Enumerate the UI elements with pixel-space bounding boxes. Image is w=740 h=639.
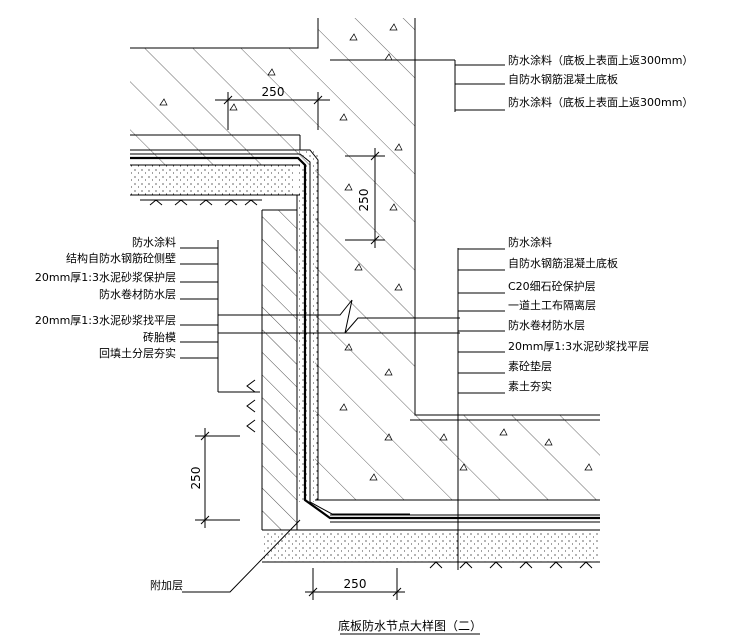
left-label-5: 20mm厚1:3水泥砂浆找平层 xyxy=(35,313,176,327)
right-label-2: 自防水钢筋混凝土底板 xyxy=(508,256,618,270)
dimension-left-vertical xyxy=(195,428,240,528)
dimension-top-horizontal xyxy=(215,92,330,130)
dim-top-horizontal: 250 xyxy=(262,85,285,99)
top-right-leaders xyxy=(330,59,505,112)
bottom-left-label: 附加层 xyxy=(150,578,183,592)
top-right-label-2: 自防水钢筋混凝土底板 xyxy=(508,72,618,86)
plain-concrete-cushion xyxy=(262,530,600,562)
right-label-6: 20mm厚1:3水泥砂浆找平层 xyxy=(508,339,649,353)
soil-ground-bottom xyxy=(429,561,593,569)
right-label-3: C20细石砼保护层 xyxy=(508,279,596,293)
right-label-4: 一道土工布隔离层 xyxy=(508,298,596,312)
right-label-5: 防水卷材防水层 xyxy=(508,318,585,332)
left-label-2: 结构自防水钢筋砼侧壁 xyxy=(66,251,176,265)
dim-bottom-horizontal: 250 xyxy=(344,577,367,591)
right-leaders xyxy=(457,248,505,570)
upper-cushion-layer xyxy=(130,165,295,195)
left-label-4: 防水卷材防水层 xyxy=(99,287,176,301)
bottom-left-leader xyxy=(182,519,301,593)
soil-ground-left xyxy=(140,199,262,433)
dim-top-vertical: 250 xyxy=(357,189,371,212)
dimension-bottom-horizontal xyxy=(305,568,405,600)
left-label-7: 回填土分层夯实 xyxy=(99,346,176,360)
right-label-8: 素土夯实 xyxy=(508,379,552,393)
aggregate-marks xyxy=(159,23,593,481)
dim-left-vertical: 250 xyxy=(189,467,203,490)
drawing-title: 底板防水节点大样图（二） xyxy=(338,618,482,633)
right-label-7: 素砼垫层 xyxy=(508,359,552,373)
left-label-3: 20mm厚1:3水泥砂浆保护层 xyxy=(35,270,176,284)
top-right-label-1: 防水涂料（底板上表面上返300mm） xyxy=(508,53,693,67)
dimension-top-vertical xyxy=(345,148,385,248)
brick-mould-wall xyxy=(261,195,298,530)
top-right-label-3: 防水涂料（底板上表面上返300mm） xyxy=(508,95,693,109)
right-label-1: 防水涂料 xyxy=(508,235,552,249)
left-label-6: 砖胎模 xyxy=(143,330,176,344)
break-line-symbol xyxy=(218,299,460,334)
left-leaders xyxy=(180,240,260,393)
left-label-1: 防水涂料 xyxy=(132,235,176,249)
